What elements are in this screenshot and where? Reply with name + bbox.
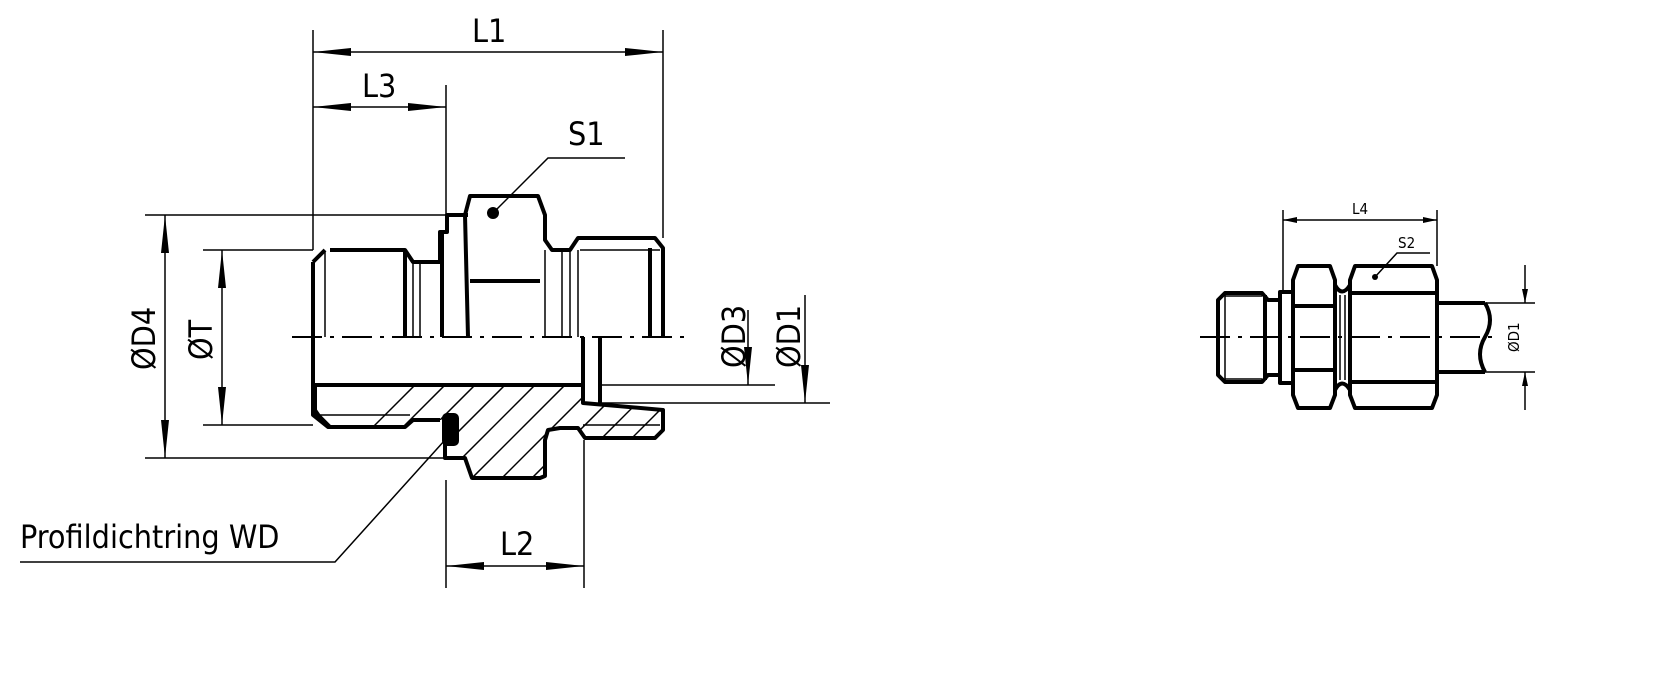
thread-stub-left (311, 248, 440, 429)
main-fitting-view: L1 L3 S1 ØD4 ØT ØD3 ØD1 L2 Profildichtri… (20, 12, 830, 588)
dim-T: ØT (182, 319, 220, 360)
dim-D4: ØD4 (125, 307, 163, 370)
side-hex (1291, 264, 1337, 410)
label-S2: S2 (1398, 234, 1415, 252)
dim-D3: ØD3 (715, 305, 753, 368)
seal-label: Profildichtring WD (20, 518, 279, 556)
dim-L2: L2 (500, 525, 534, 563)
side-tube (1437, 301, 1492, 374)
side-hex-s2 (1348, 264, 1439, 410)
label-S1: S1 (568, 115, 605, 153)
hex-s1 (463, 194, 665, 338)
dim-L4: L4 (1352, 200, 1368, 218)
dim-L3: L3 (362, 67, 396, 105)
section-hatching (315, 385, 663, 478)
dim-L1: L1 (472, 12, 506, 50)
section-outline (443, 385, 665, 480)
side-fitting-view: S2 L4 ØD1 (1200, 200, 1535, 410)
seal-ring (442, 413, 459, 446)
dimensions: L1 L3 S1 ØD4 ØT ØD3 ØD1 L2 Profildichtri… (20, 12, 830, 588)
side-dim-D1: ØD1 (1505, 322, 1523, 352)
dim-D1: ØD1 (770, 305, 808, 368)
